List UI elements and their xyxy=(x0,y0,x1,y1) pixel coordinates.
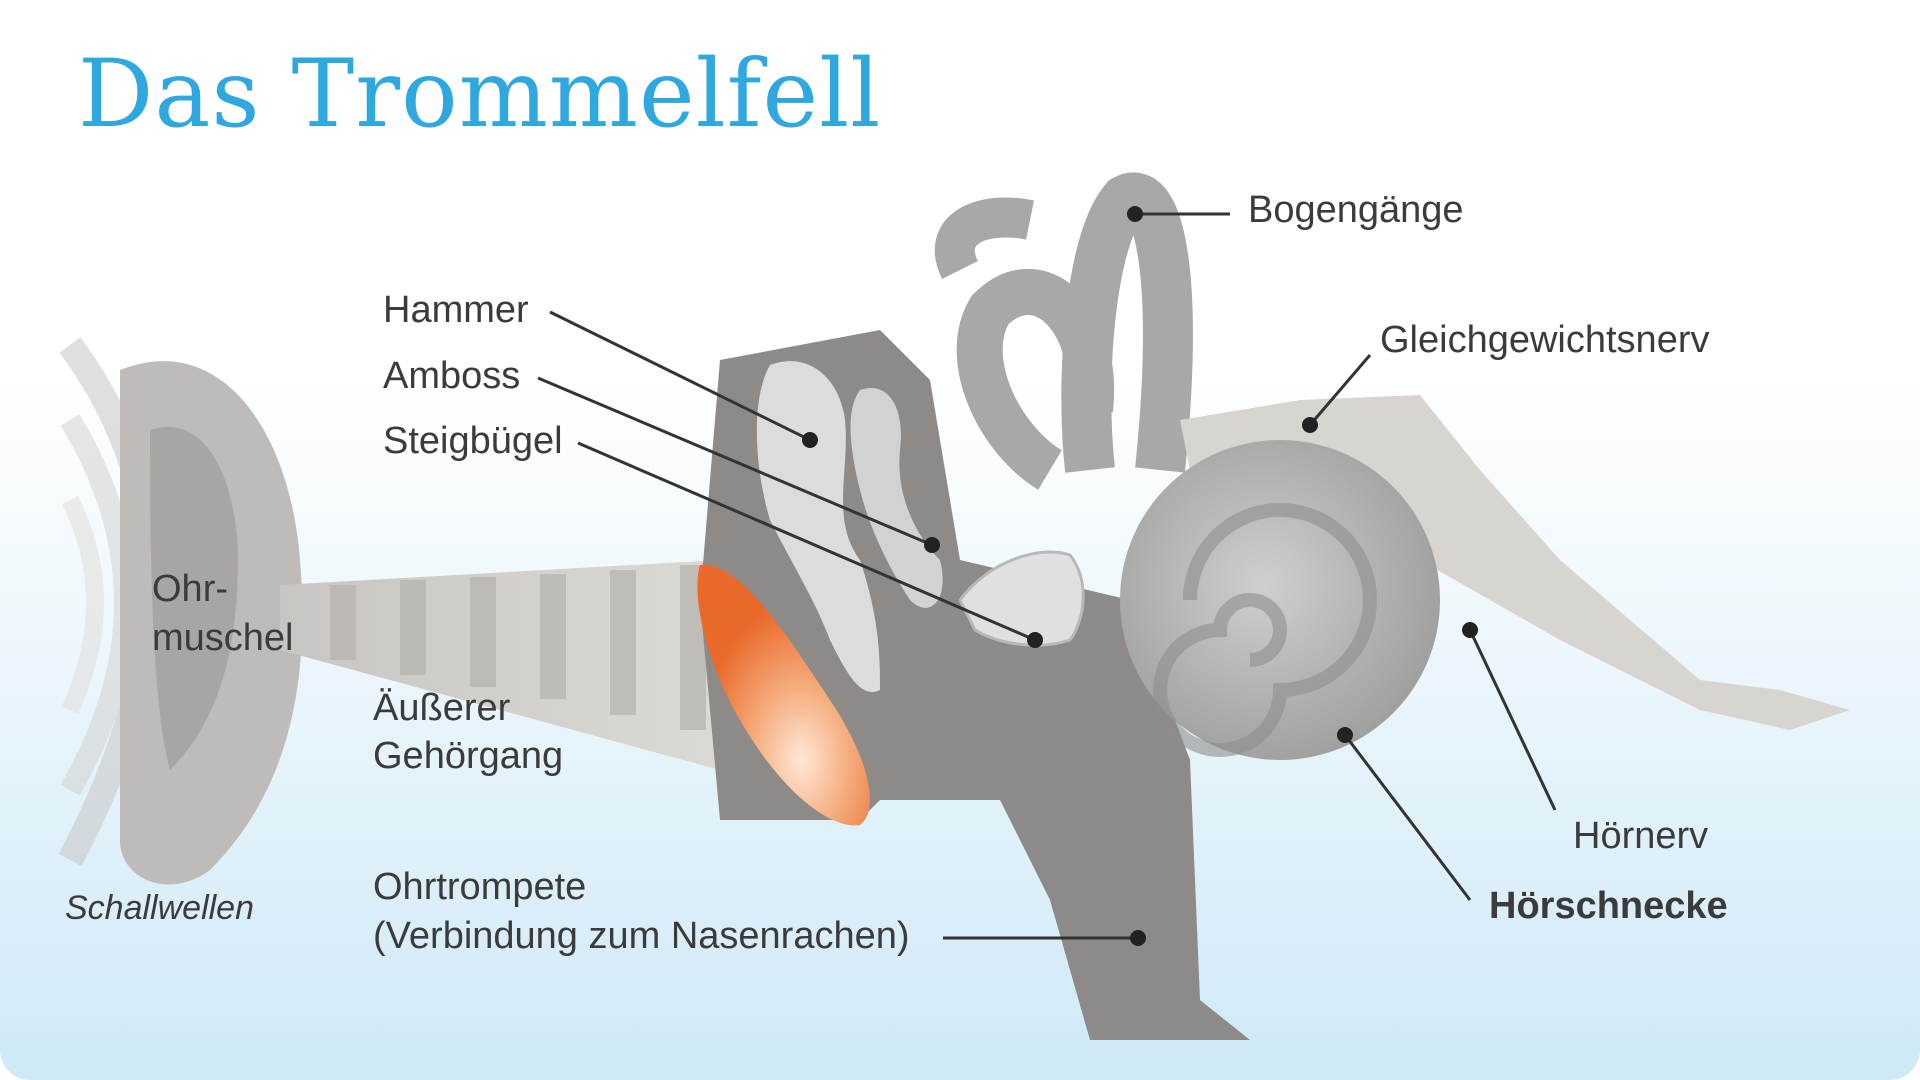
trommelfell-shape xyxy=(697,564,870,826)
diagram-title: Das Trommelfell xyxy=(78,40,882,149)
label-ohrmuschel-2: muschel xyxy=(152,617,294,659)
hammer-shape xyxy=(756,361,880,692)
label-ohrtrompete-1: Ohrtrompete xyxy=(373,866,587,908)
label-gleichgewichtsnerv: Gleichgewichtsnerv xyxy=(1380,319,1710,361)
label-steigbuegel: Steigbügel xyxy=(383,420,563,462)
label-ohrtrompete-2: (Verbindung zum Nasenrachen) xyxy=(373,915,910,957)
amboss-shape xyxy=(850,388,943,608)
leader-dots xyxy=(802,206,1478,946)
hoerschnecke-shape xyxy=(1120,440,1440,760)
ohrmuschel-inner xyxy=(150,426,239,770)
cochlea-spiral xyxy=(1153,503,1377,757)
label-gehoergang-2: Gehörgang xyxy=(373,735,564,777)
label-bogengaenge: Bogengänge xyxy=(1248,189,1464,231)
label-hoernerv: Hörnerv xyxy=(1573,815,1709,857)
bogengaenge-shape xyxy=(934,172,1193,490)
label-gehoergang-1: Äußerer xyxy=(373,687,511,729)
canal-stripes xyxy=(330,565,706,730)
label-amboss: Amboss xyxy=(383,355,521,397)
label-ohrmuschel-1: Ohr- xyxy=(152,568,228,610)
label-hammer: Hammer xyxy=(383,289,529,331)
label-schallwellen: Schallwellen xyxy=(65,889,254,927)
label-hoerschnecke: Hörschnecke xyxy=(1489,885,1728,927)
leader-lines xyxy=(537,212,1557,940)
